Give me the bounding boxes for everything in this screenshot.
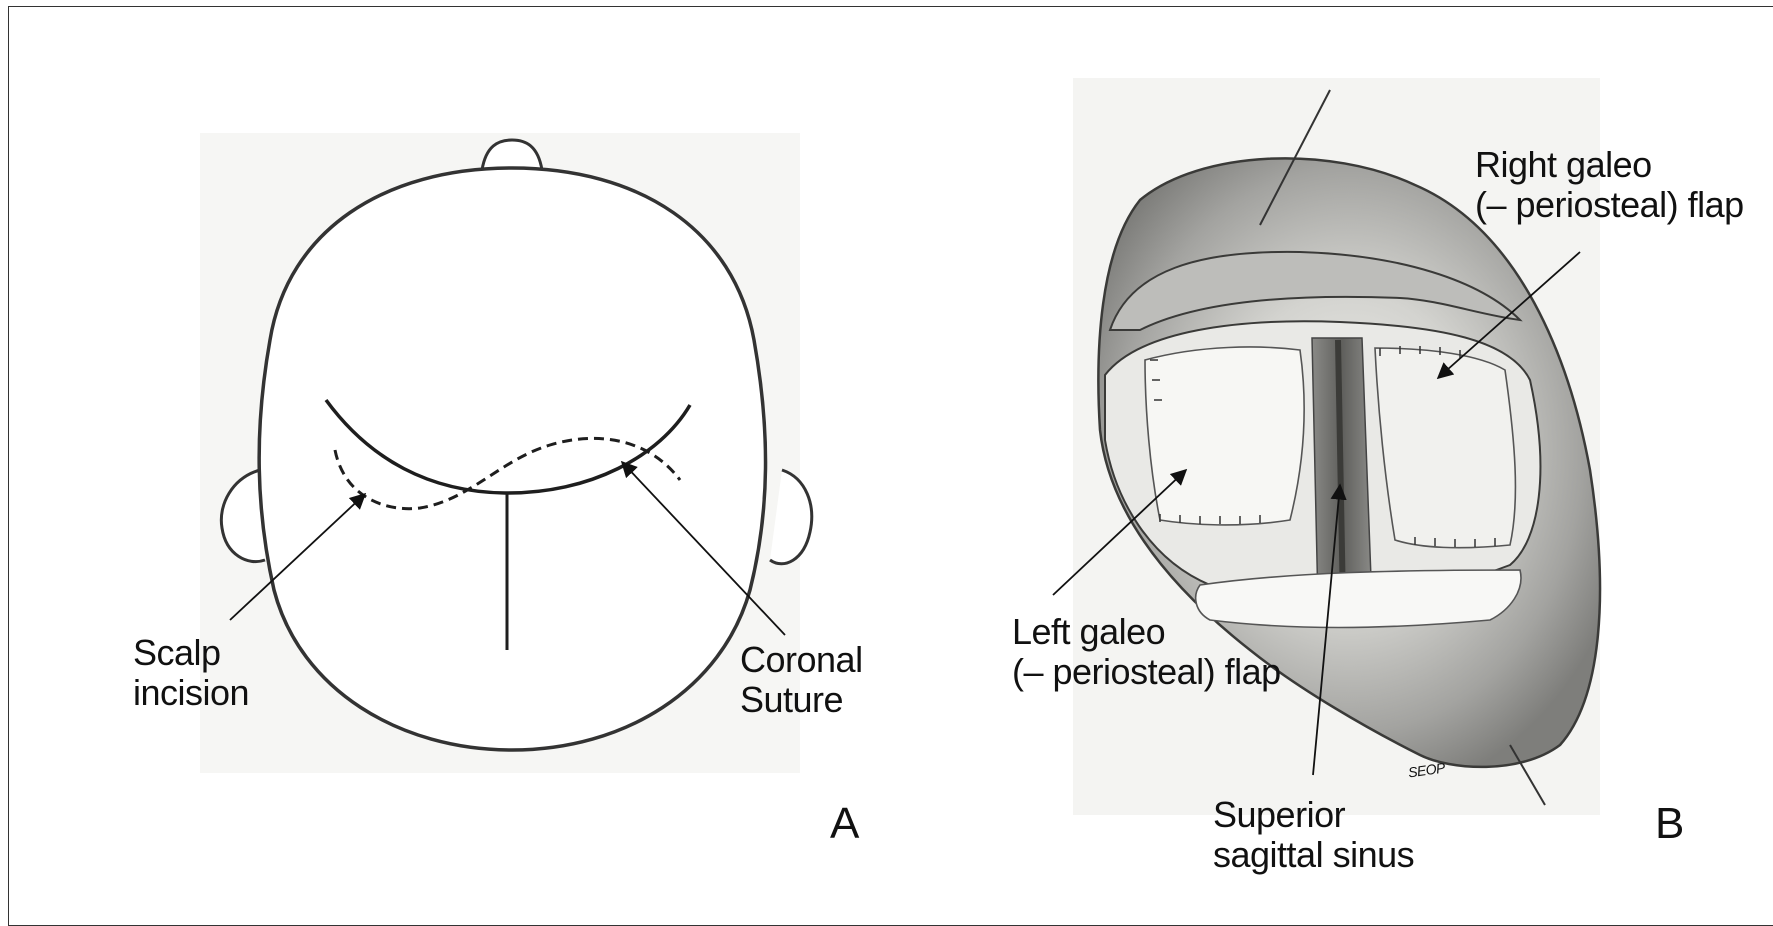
right-flap-label: Right galeo (– periosteal) flap <box>1475 145 1744 225</box>
panel-b-letter: B <box>1655 800 1684 848</box>
right-flap-label-line1: Right galeo <box>1475 145 1744 185</box>
left-flap-shape <box>1145 347 1304 525</box>
sinus-label: Superior sagittal sinus <box>1213 795 1414 875</box>
panel-b-illustration <box>0 0 1773 907</box>
right-flap-shape <box>1375 348 1515 548</box>
figure: Scalp incision Coronal Suture A <box>0 0 1773 907</box>
right-flap-label-line2: (– periosteal) flap <box>1475 185 1744 225</box>
sinus-label-line2: sagittal sinus <box>1213 835 1414 875</box>
left-flap-label-line1: Left galeo <box>1012 612 1281 652</box>
left-flap-label-line2: (– periosteal) flap <box>1012 652 1281 692</box>
left-flap-label: Left galeo (– periosteal) flap <box>1012 612 1281 692</box>
sinus-label-line1: Superior <box>1213 795 1414 835</box>
